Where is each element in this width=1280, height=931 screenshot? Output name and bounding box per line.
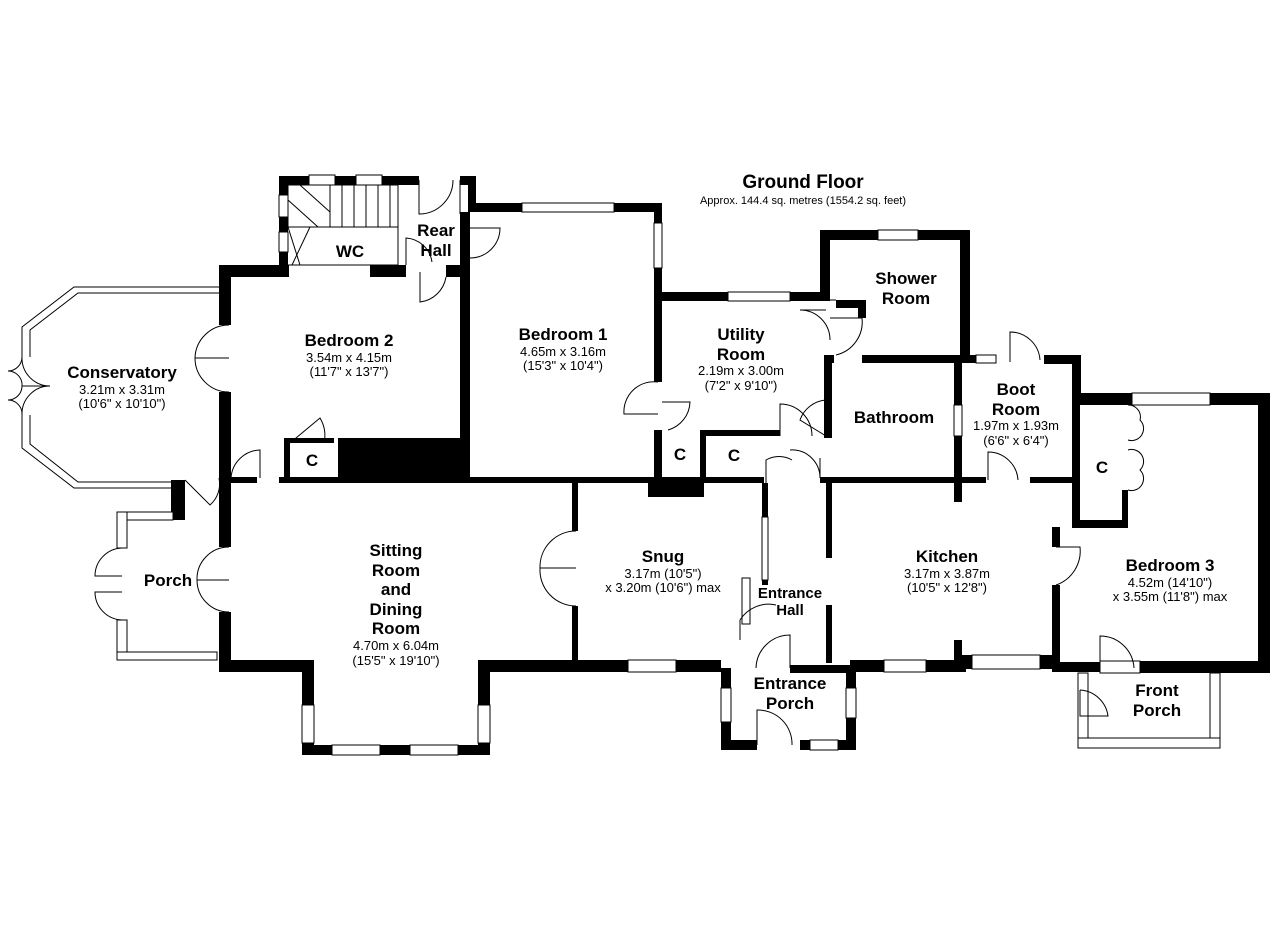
room-name: WC bbox=[335, 242, 365, 261]
room-dimensions-imperial: (6'6" x 6'4") bbox=[983, 433, 1049, 449]
room-dimensions-metric: 1.97m x 1.93m bbox=[973, 418, 1059, 434]
floor-title: Ground Floor bbox=[742, 172, 864, 193]
room-name-line: Porch bbox=[765, 693, 815, 713]
room-dimensions-metric: 3.17m x 3.87m bbox=[904, 565, 990, 581]
room-label-bathroom: Bathroom bbox=[854, 408, 934, 428]
room-name-line: Rear bbox=[417, 221, 455, 240]
room-label-kitchen: Kitchen 3.17m x 3.87m (10'5" x 12'8") bbox=[904, 547, 990, 596]
room-name-line: Hall bbox=[420, 240, 452, 260]
room-label-wc: WC bbox=[336, 242, 364, 262]
room-name-line: Room bbox=[991, 399, 1041, 419]
room-name-line: Hall bbox=[776, 602, 804, 620]
room-name: Kitchen bbox=[915, 547, 979, 566]
room-name: Bedroom 1 bbox=[518, 325, 608, 344]
room-dimensions-line-1: 4.52m (14'10") bbox=[1127, 574, 1213, 590]
room-name-line: Room bbox=[716, 344, 766, 364]
room-label-bedroom-3: Bedroom 3 4.52m (14'10") x 3.55m (11'8")… bbox=[1113, 556, 1228, 605]
room-dimensions-metric: 3.21m x 3.31m bbox=[78, 381, 165, 397]
room-label-utility-room: Utility Room 2.19m x 3.00m (7'2" x 9'10"… bbox=[698, 325, 784, 394]
room-name-line: Room bbox=[371, 560, 421, 580]
room-name: Bathroom bbox=[853, 408, 935, 427]
room-dimensions-metric: 4.65m x 3.16m bbox=[519, 343, 606, 359]
room-name-line: Front bbox=[1135, 681, 1179, 700]
room-label-front-porch: Front Porch bbox=[1133, 681, 1181, 720]
room-label-porch: Porch bbox=[144, 571, 192, 591]
room-dimensions-metric: 4.70m x 6.04m bbox=[353, 637, 439, 653]
floor-area: Approx. 144.4 sq. metres (1554.2 sq. fee… bbox=[699, 195, 907, 207]
doors bbox=[7, 179, 1145, 746]
room-name: Snug bbox=[641, 547, 685, 566]
room-name-line: Sitting bbox=[369, 541, 423, 560]
room-label-rear-hall: Rear Hall bbox=[417, 221, 455, 260]
room-name-line: Entrance bbox=[757, 585, 823, 602]
room-dimensions-imperial: (11'7" x 13'7") bbox=[309, 364, 389, 380]
room-label-entrance-porch: Entrance Porch bbox=[754, 674, 827, 713]
room-name: Bedroom 3 bbox=[1125, 556, 1215, 575]
room-dimensions-line-2: x 3.55m (11'8") max bbox=[1112, 589, 1228, 605]
room-name-line: Shower bbox=[875, 269, 937, 288]
room-label-sitting-dining-room: Sitting Room and Dining Room 4.70m x 6.0… bbox=[352, 541, 439, 669]
room-label-entrance-hall: Entrance Hall bbox=[758, 585, 822, 620]
room-label-boot-room: Boot Room 1.97m x 1.93m (6'6" x 6'4") bbox=[973, 380, 1059, 449]
room-dimensions-imperial: (10'6" x 10'10") bbox=[78, 396, 166, 412]
room-name-line: Utility bbox=[717, 325, 765, 344]
room-dimensions-metric: 3.54m x 4.15m bbox=[305, 349, 392, 365]
conservatory-outline bbox=[21, 286, 222, 489]
cupboard-label: C bbox=[1096, 458, 1108, 478]
room-name-line: Entrance bbox=[753, 674, 827, 693]
room-name-line: Dining bbox=[369, 599, 423, 619]
walls bbox=[171, 176, 1270, 755]
room-label-bedroom-2: Bedroom 2 3.54m x 4.15m (11'7" x 13'7") bbox=[305, 331, 394, 380]
room-name: Bedroom 2 bbox=[304, 331, 394, 350]
cupboard-letter: C bbox=[305, 451, 319, 470]
room-dimensions-line-2: x 3.20m (10'6") max bbox=[605, 580, 721, 596]
cupboard-label: C bbox=[306, 451, 318, 471]
room-name: Conservatory bbox=[67, 363, 177, 382]
room-dimensions-imperial: (15'3" x 10'4") bbox=[523, 358, 603, 374]
room-name-line: Room bbox=[371, 619, 421, 639]
staircase bbox=[287, 184, 399, 266]
cupboard-label: C bbox=[728, 446, 740, 466]
room-label-shower-room: Shower Room bbox=[875, 269, 936, 308]
room-dimensions-metric: 2.19m x 3.00m bbox=[698, 363, 784, 379]
cupboard-letter: C bbox=[673, 445, 687, 464]
room-dimensions-imperial: (10'5" x 12'8") bbox=[907, 580, 987, 596]
room-dimensions-line-1: 3.17m (10'5") bbox=[624, 565, 702, 581]
room-label-conservatory: Conservatory 3.21m x 3.31m (10'6" x 10'1… bbox=[67, 363, 177, 412]
room-name-line: and bbox=[380, 580, 412, 600]
room-dimensions-imperial: (7'2" x 9'10") bbox=[704, 378, 778, 394]
room-name: Porch bbox=[143, 571, 193, 590]
room-name-line: Boot bbox=[996, 380, 1036, 399]
room-name-line: Porch bbox=[1132, 700, 1182, 720]
cupboard-letter: C bbox=[1095, 458, 1109, 477]
room-name-line: Room bbox=[881, 288, 931, 308]
room-label-snug: Snug 3.17m (10'5") x 3.20m (10'6") max bbox=[605, 547, 720, 596]
windows bbox=[116, 174, 1221, 756]
room-dimensions-imperial: (15'5" x 19'10") bbox=[352, 652, 440, 668]
cupboard-letter: C bbox=[727, 446, 741, 465]
cupboard-label: C bbox=[674, 445, 686, 465]
room-label-bedroom-1: Bedroom 1 4.65m x 3.16m (15'3" x 10'4") bbox=[519, 325, 608, 374]
